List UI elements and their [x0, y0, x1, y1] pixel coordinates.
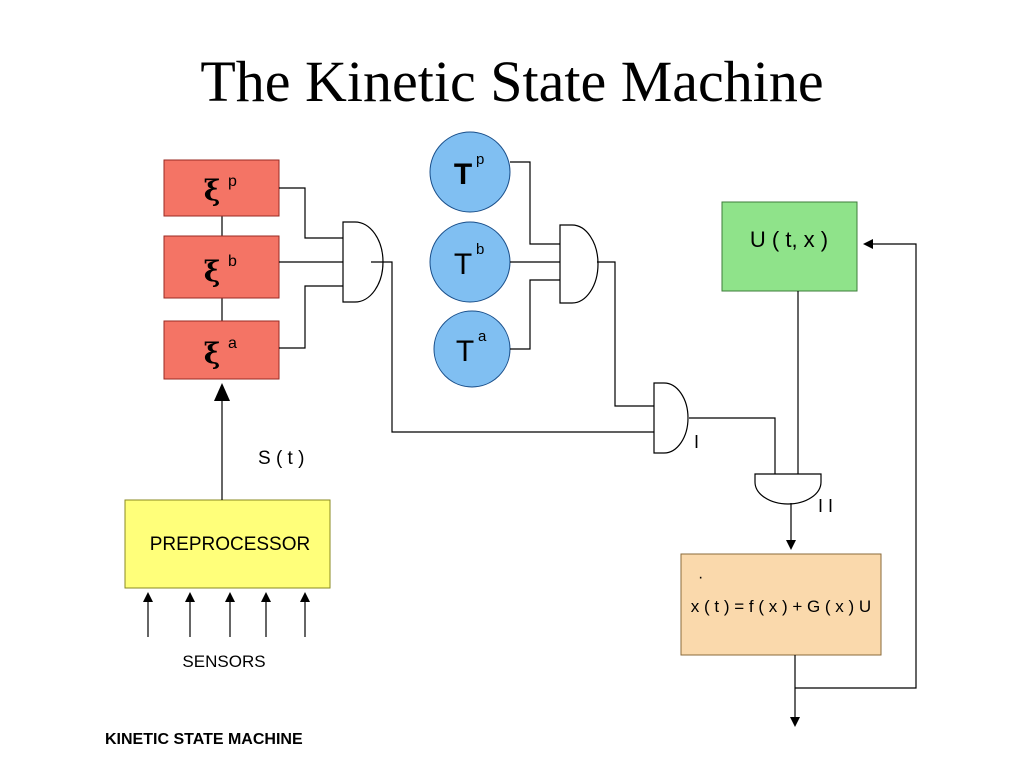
wire-feedback-loop: [795, 239, 917, 689]
state-xi-p-sup: p: [228, 173, 237, 190]
control-label: U ( t, x ): [750, 227, 828, 252]
wire-gate-one-out: [689, 417, 776, 474]
signal-label: S ( t ): [258, 448, 304, 469]
timer-t-p: T p: [429, 131, 511, 213]
wire-gate-a-out: [371, 261, 656, 433]
dynamics-box: · x ( t ) = f ( x ) + G ( x ) U: [680, 553, 882, 656]
timer-t-b: T b: [429, 221, 511, 303]
state-xi-p: ξ p: [163, 159, 280, 217]
preprocessor-label: PREPROCESSOR: [150, 534, 310, 555]
slide-title: The Kinetic State Machine: [200, 49, 824, 114]
preprocessor-box: PREPROCESSOR: [124, 499, 331, 589]
control-box: U ( t, x ): [721, 201, 858, 292]
dynamics-label: x ( t ) = f ( x ) + G ( x ) U: [691, 597, 871, 616]
state-xi-p-symbol: ξ: [204, 174, 221, 207]
sensor-arrows: [143, 592, 310, 637]
timer-t-b-symbol: T: [454, 248, 472, 281]
state-xi-b-symbol: ξ: [204, 255, 221, 288]
gate-t-and: [559, 224, 599, 304]
diagram-caption: KINETIC STATE MACHINE: [105, 731, 303, 748]
gate-one: [653, 382, 689, 454]
timer-t-a: T a: [433, 310, 511, 388]
dynamics-dot: ·: [698, 569, 703, 586]
gate-xi-and: [342, 221, 384, 303]
timer-t-a-symbol: T: [456, 335, 474, 368]
wire-t-p: [510, 161, 562, 245]
wire-xi-a: [279, 285, 346, 349]
gate-two-label: I I: [818, 496, 833, 516]
state-xi-a-sup: a: [228, 335, 237, 352]
state-xi-a-symbol: ξ: [204, 337, 221, 370]
wire-xi-p: [279, 187, 346, 239]
wire-t-a: [510, 279, 562, 350]
gate-one-label: I: [694, 432, 699, 452]
timer-t-p-sup: p: [476, 151, 484, 168]
wire-gate-b-out: [597, 261, 656, 407]
state-xi-b-sup: b: [228, 253, 237, 270]
timer-t-b-sup: b: [476, 241, 484, 258]
gate-two: [754, 473, 822, 505]
sensors-label: SENSORS: [182, 652, 265, 671]
state-xi-b: ξ b: [163, 235, 280, 299]
state-xi-a: ξ a: [163, 320, 280, 380]
timer-t-p-symbol: T: [454, 158, 472, 191]
timer-t-a-sup: a: [478, 328, 487, 345]
